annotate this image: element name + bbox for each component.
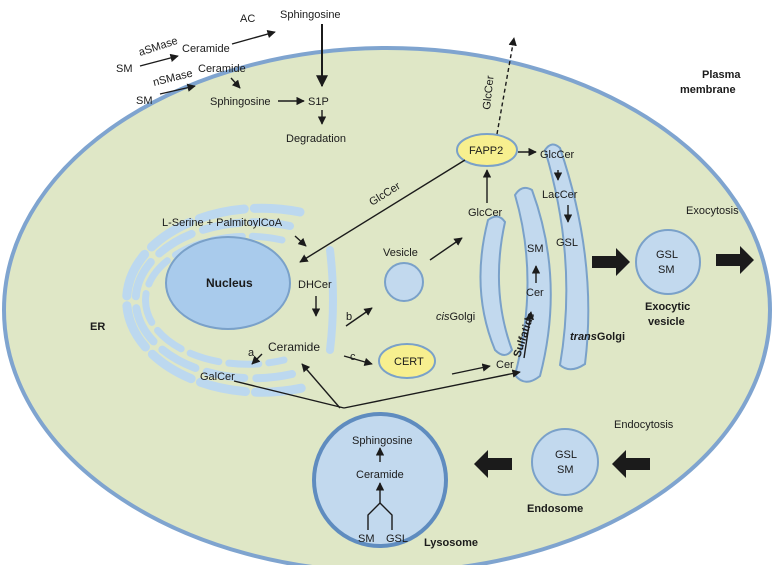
trafficking-arrows bbox=[474, 246, 754, 478]
sm-label-1: SM bbox=[116, 63, 133, 75]
sphingosine-top-label: Sphingosine bbox=[280, 9, 341, 21]
lysosome-gsl-label: GSL bbox=[386, 533, 408, 545]
dhcer-label: DHCer bbox=[298, 279, 332, 291]
cer-entry-label: Cer bbox=[496, 359, 514, 371]
endosome-label: Endosome bbox=[527, 503, 583, 515]
route-b-label: b bbox=[346, 311, 352, 323]
vesicle-label: Vesicle bbox=[383, 247, 418, 259]
galcer-label: GalCer bbox=[200, 371, 235, 383]
exocytic-vesicle bbox=[635, 229, 701, 295]
glccer-trans-label: GlcCer bbox=[540, 149, 575, 161]
plasma-membrane-label: Plasma bbox=[702, 69, 741, 81]
plasma-membrane-label-2: membrane bbox=[680, 84, 736, 96]
gsl-golgi-label: GSL bbox=[556, 237, 578, 249]
lysosome-sm-label: SM bbox=[358, 533, 375, 545]
route-a-label: a bbox=[248, 347, 255, 359]
ac-label: AC bbox=[240, 13, 255, 25]
s1p-label: S1P bbox=[308, 96, 329, 108]
ceramide-label-1: Ceramide bbox=[182, 43, 230, 55]
golgi-cer-label: Cer bbox=[526, 287, 544, 299]
exocytosis-label: Exocytosis bbox=[686, 205, 739, 217]
degradation-label: Degradation bbox=[286, 133, 346, 145]
laccer-label: LacCer bbox=[542, 189, 578, 201]
endosome bbox=[531, 428, 599, 496]
ceramide-label-2: Ceramide bbox=[198, 63, 246, 75]
exocytic-sm-label: SM bbox=[658, 264, 675, 276]
er-label: ER bbox=[90, 321, 105, 333]
golgi-apparatus bbox=[479, 143, 590, 383]
fapp2-protein bbox=[456, 133, 518, 167]
lysosome-sphingosine-label: Sphingosine bbox=[352, 435, 413, 447]
glccer-up-label: GlcCer bbox=[468, 207, 503, 219]
sm-label-2: SM bbox=[136, 95, 153, 107]
cert-label: CERT bbox=[394, 356, 424, 368]
glccer-fapp2-out-label: GlcCer bbox=[481, 75, 497, 111]
exocytic-vesicle-label-2: vesicle bbox=[648, 316, 685, 328]
fapp2-label: FAPP2 bbox=[469, 145, 503, 157]
lserine-label: L-Serine + PalmitoylCoA bbox=[162, 217, 283, 229]
golgi-sm-label: SM bbox=[527, 243, 544, 255]
route-c-label: c bbox=[350, 351, 356, 363]
endocytosis-label: Endocytosis bbox=[614, 419, 674, 431]
endosome-sm-label: SM bbox=[557, 464, 574, 476]
exocytic-gsl-label: GSL bbox=[656, 249, 678, 261]
endosome-gsl-label: GSL bbox=[555, 449, 577, 461]
trans-golgi-label: transGolgi bbox=[570, 331, 625, 343]
nucleus-label: Nucleus bbox=[206, 276, 253, 290]
nucleus bbox=[165, 236, 291, 330]
sphingosine-mid-label: Sphingosine bbox=[210, 96, 271, 108]
asmase-label: aSMase bbox=[137, 35, 179, 59]
lysosome bbox=[312, 412, 448, 548]
pathway-arrows bbox=[139, 24, 573, 530]
transport-vesicle bbox=[384, 262, 424, 302]
exocytic-vesicle-label: Exocytic bbox=[645, 301, 690, 313]
cert-protein bbox=[378, 343, 436, 379]
lysosome-label: Lysosome bbox=[424, 537, 478, 549]
ceramide-er-label: Ceramide bbox=[268, 340, 320, 354]
lysosome-ceramide-label: Ceramide bbox=[356, 469, 404, 481]
cis-golgi-label: cisGolgi bbox=[436, 311, 475, 323]
